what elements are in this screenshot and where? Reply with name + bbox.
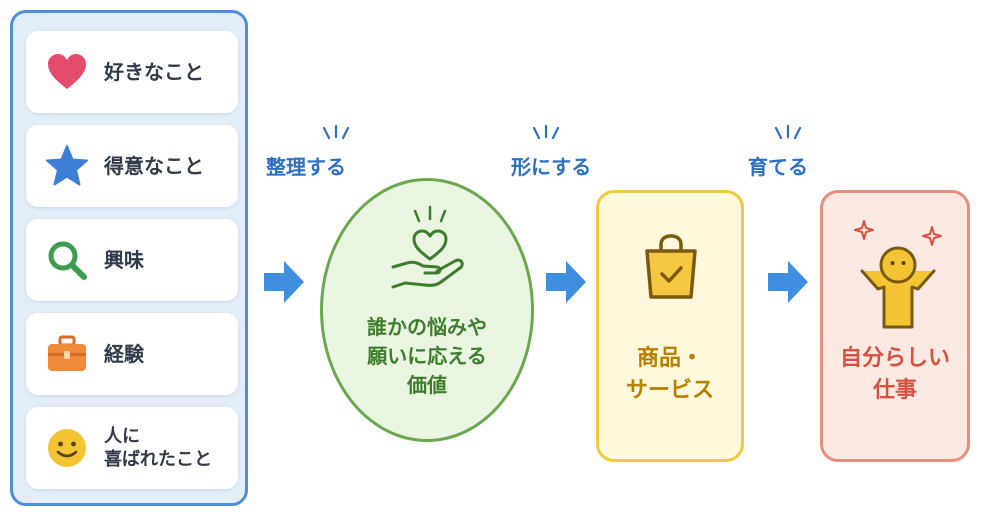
shopping-bag-icon (645, 234, 697, 299)
value-oval: 誰かの悩みや 願いに応える 価値 (320, 178, 534, 442)
input-card-appreciated: 人に 喜ばれたこと (26, 407, 238, 489)
work-text: 自分らしい 仕事 (823, 343, 967, 407)
briefcase-icon (48, 335, 86, 371)
input-label: 得意なこと (104, 154, 204, 178)
input-label: 人に 喜ばれたこと (104, 425, 212, 472)
inputs-panel: 好きなこと 得意なこと 興味 経験 人に 喜ばれたこ (10, 10, 248, 506)
work-text-line: 自分らしい (839, 346, 950, 371)
work-text-line: 仕事 (872, 377, 917, 403)
cheering-person-icon (854, 220, 942, 329)
input-card-strengths: 得意なこと (26, 125, 238, 207)
input-card-experience: 経験 (26, 313, 238, 395)
step-label-organize: 整理する (266, 155, 346, 179)
input-card-interests: 興味 (26, 219, 238, 301)
value-text: 誰かの悩みや 願いに応える 価値 (323, 313, 531, 400)
hand-heart-icon (391, 205, 464, 289)
magnifier-icon (48, 241, 87, 280)
input-label: 好きなこと (104, 60, 204, 84)
product-text: 商品・ サービス (599, 343, 741, 407)
arrow-right-icon (546, 261, 586, 303)
step-label-shape: 形にする (511, 155, 592, 179)
input-label-line: 人に (104, 425, 140, 447)
input-label-line: 喜ばれたこと (104, 449, 212, 470)
step-label-grow: 育てる (748, 155, 808, 179)
work-box: 自分らしい 仕事 (820, 190, 970, 462)
value-text-line: 願いに応える (367, 344, 487, 368)
product-text-line: サービス (625, 377, 714, 403)
arrow-right-icon (768, 261, 808, 303)
product-box: 商品・ サービス (596, 190, 744, 462)
star-icon (46, 145, 88, 186)
value-text-line: 誰かの悩みや (367, 315, 487, 339)
value-text-line: 価値 (407, 373, 447, 397)
input-label: 経験 (104, 342, 144, 366)
smiley-icon (48, 429, 86, 467)
emphasis-lines-icon (532, 124, 560, 140)
product-text-line: 商品・ (636, 346, 703, 371)
emphasis-lines-icon (774, 124, 802, 140)
heart-icon (48, 54, 86, 89)
arrow-right-icon (264, 261, 304, 303)
input-card-likes: 好きなこと (26, 31, 238, 113)
emphasis-lines-icon (322, 124, 350, 140)
input-label: 興味 (104, 248, 144, 272)
